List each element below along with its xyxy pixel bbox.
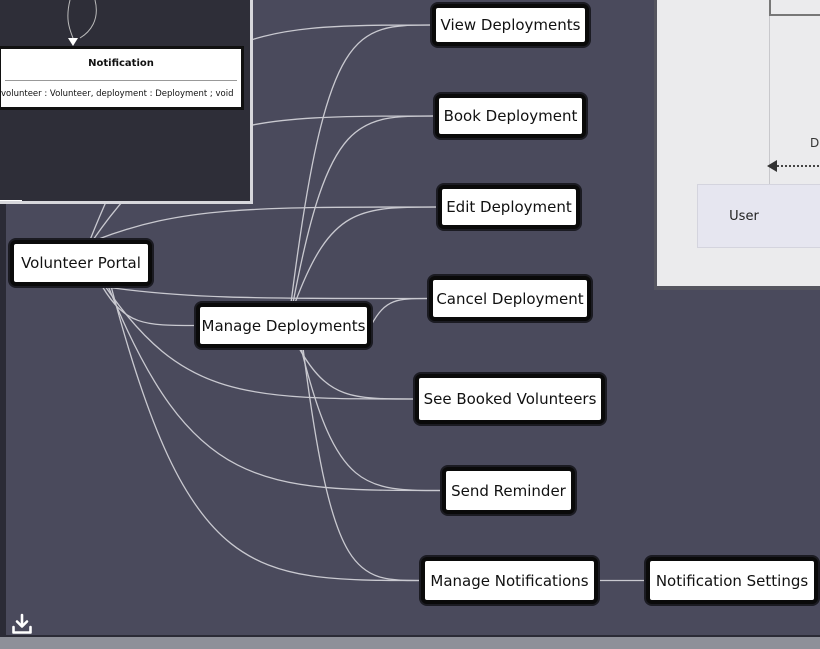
notification-class-box[interactable]: Notification volunteer : Volunteer, depl… — [0, 46, 244, 110]
node-view-deployments[interactable]: View Deployments — [432, 4, 589, 46]
node-send-reminder[interactable]: Send Reminder — [442, 467, 575, 514]
dotted-arrow — [774, 165, 820, 167]
lifeline — [769, 16, 770, 186]
canvas-scrollbar[interactable] — [0, 637, 820, 649]
arrowhead-icon — [767, 160, 777, 172]
edge-volunteer-portal-to-send-reminder — [107, 285, 443, 492]
edge-manage-deployments-to-manage-notifications — [302, 347, 422, 582]
inset-marker — [0, 200, 22, 201]
node-book-deployment[interactable]: Book Deployment — [435, 94, 586, 138]
edge-manage-deployments-to-view-deployments — [290, 24, 433, 304]
edge-volunteer-portal-to-cancel-deployment — [98, 285, 430, 300]
lifeline-top — [769, 0, 771, 16]
node-manage-deployments[interactable]: Manage Deployments — [196, 303, 371, 348]
edge-label: D — [810, 136, 820, 150]
inset-connector — [67, 0, 97, 46]
canvas-bottom-border — [0, 635, 820, 638]
edge-manage-deployments-to-cancel-deployment — [370, 297, 430, 326]
edge-manage-deployments-to-edit-deployment — [294, 206, 439, 304]
edge-manage-deployments-to-send-reminder — [300, 347, 443, 492]
node-edit-deployment[interactable]: Edit Deployment — [438, 185, 580, 229]
canvas-left-border — [0, 0, 6, 649]
class-attribute: volunteer : Volunteer, deployment : Depl… — [1, 89, 234, 99]
edge-manage-deployments-to-see-booked-volunteers — [298, 347, 416, 400]
node-manage-notifications[interactable]: Manage Notifications — [421, 557, 598, 604]
edge-volunteer-portal-to-edit-deployment — [95, 206, 439, 241]
node-cancel-deployment[interactable]: Cancel Deployment — [429, 276, 591, 321]
node-see-booked-volunteers[interactable]: See Booked Volunteers — [415, 374, 605, 424]
class-title: Notification — [88, 58, 154, 69]
edge-volunteer-portal-to-manage-notifications — [110, 285, 422, 582]
edge-volunteer-portal-to-manage-deployments — [101, 285, 197, 327]
inset-actor-preview[interactable]: D User — [654, 0, 820, 290]
node-notification-settings[interactable]: Notification Settings — [646, 557, 818, 604]
inset-class-preview[interactable]: Notification volunteer : Volunteer, depl… — [0, 0, 253, 204]
edge-manage-deployments-to-book-deployment — [292, 115, 436, 304]
class-divider — [5, 80, 237, 81]
arrowhead-icon — [68, 38, 78, 46]
node-volunteer-portal[interactable]: Volunteer Portal — [10, 240, 152, 286]
download-icon[interactable] — [10, 612, 34, 636]
user-actor-box[interactable]: User — [697, 184, 820, 248]
lifeline-branch — [769, 14, 820, 16]
edge-volunteer-portal-to-see-booked-volunteers — [104, 285, 416, 400]
